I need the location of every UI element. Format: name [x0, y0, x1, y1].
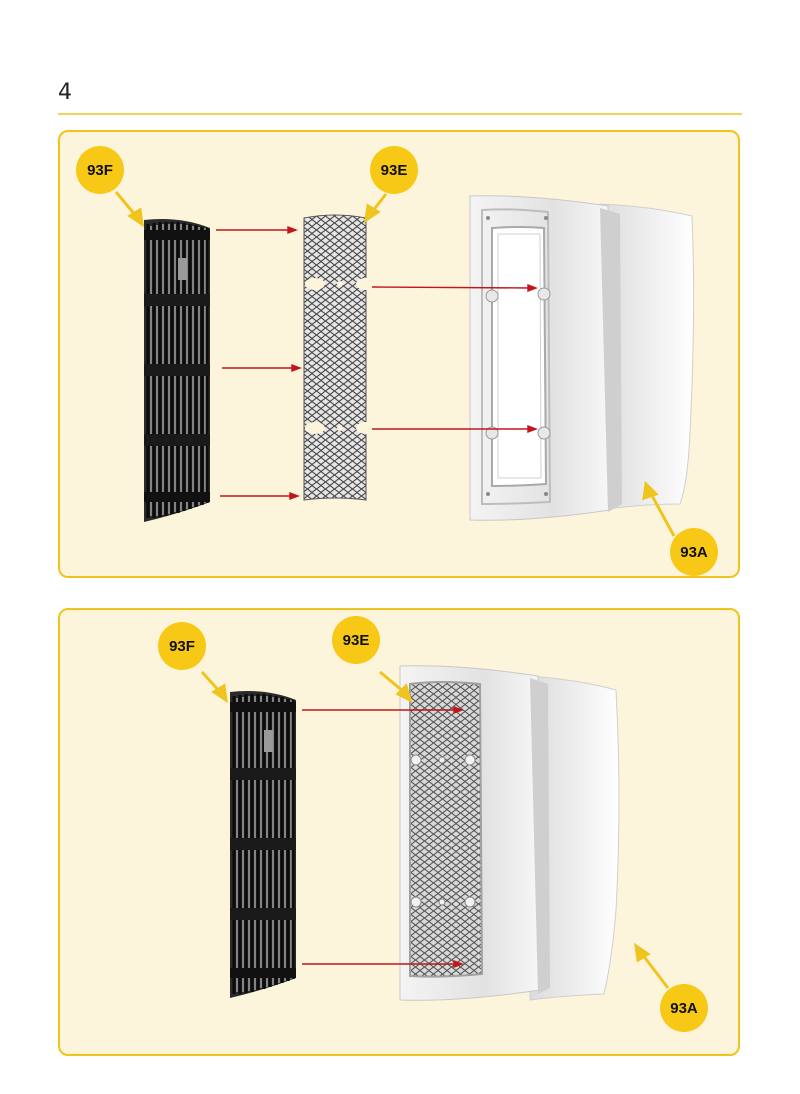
callout-93f: 93F	[158, 622, 206, 670]
step-1-illustration	[114, 191, 695, 537]
arrow-icon	[302, 705, 464, 969]
mesh-part-icon	[303, 214, 376, 501]
housing-part-icon	[399, 665, 620, 1001]
callout-93e: 93E	[332, 616, 380, 664]
grille-part-icon	[230, 691, 296, 998]
callout-93e: 93E	[370, 146, 418, 194]
callout-93a: 93A	[660, 984, 708, 1032]
callout-pointers	[200, 670, 670, 989]
page-number: 4	[58, 80, 72, 105]
callout-93f: 93F	[76, 146, 124, 194]
callout-pointers	[114, 191, 676, 537]
step-2-panel: 93F 93E 93A	[58, 608, 740, 1056]
callout-93a: 93A	[670, 528, 718, 576]
housing-part-icon	[469, 195, 695, 521]
step-1-panel: 93F 93E 93A	[58, 130, 740, 578]
header-divider	[58, 113, 742, 115]
step-2-illustration	[200, 665, 670, 1001]
arrow-icon	[216, 225, 538, 501]
grille-part-icon	[144, 219, 210, 522]
